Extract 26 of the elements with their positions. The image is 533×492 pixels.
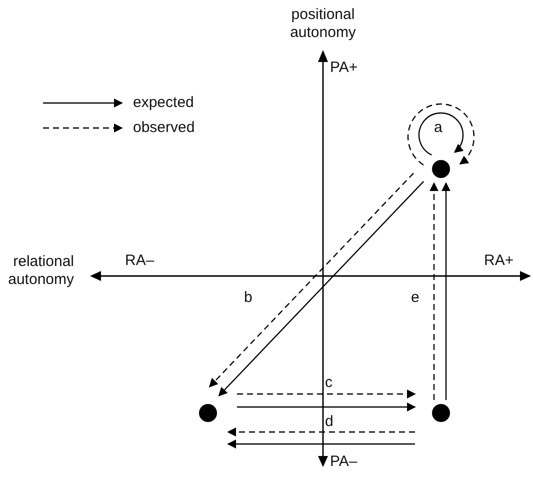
axis-end-label: RA+ — [484, 252, 514, 270]
point-dot — [199, 404, 217, 422]
edge-label: e — [411, 289, 420, 307]
edge-label: c — [325, 374, 332, 392]
arrow — [227, 428, 415, 436]
point-dot — [432, 404, 450, 422]
axis-end-label: PA– — [330, 453, 358, 471]
edge-label: d — [325, 413, 334, 431]
axis-end-label: RA– — [125, 252, 154, 270]
legend-label: expected — [133, 94, 194, 112]
arrow — [430, 182, 438, 400]
point-dot — [432, 160, 450, 178]
axis-title: relational autonomy — [7, 253, 74, 289]
arrow — [218, 181, 424, 396]
arrow — [208, 172, 414, 388]
arrow — [237, 390, 416, 398]
arrow — [442, 182, 450, 400]
axis-end-label: PA+ — [330, 59, 358, 77]
axis-title: positional autonomy — [289, 6, 357, 42]
arrow — [227, 440, 415, 448]
edge-label: b — [244, 289, 252, 307]
arrow — [407, 103, 475, 166]
edge-label: a — [434, 119, 442, 137]
legend-label: observed — [133, 119, 195, 137]
arrow — [237, 402, 416, 412]
arrow — [418, 112, 464, 156]
